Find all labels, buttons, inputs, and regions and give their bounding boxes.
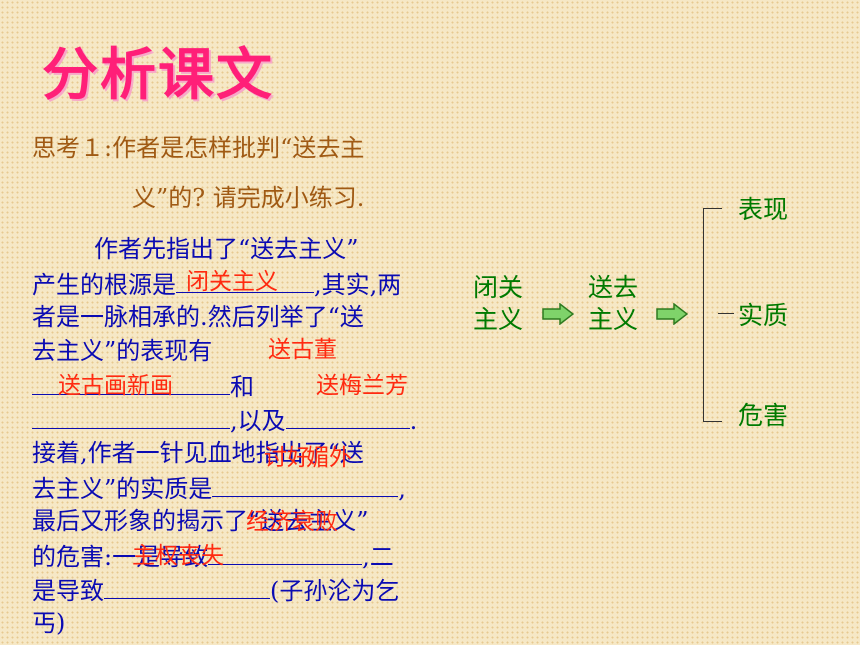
answer-harm-2: 主权丧失 xyxy=(132,543,224,569)
exercise-text: 作者先指出了“送去主义” xyxy=(94,235,359,263)
diagram-node-text: 送去 xyxy=(588,273,639,302)
blank-manifest-2b[interactable] xyxy=(32,402,230,429)
answer-essence: 媚外 xyxy=(306,445,352,471)
blank-harm-1[interactable] xyxy=(208,538,363,565)
diagram-node-send-away: 送去 主义 xyxy=(588,272,638,336)
exercise-line: 去主义”的实质是, xyxy=(32,470,406,506)
exercise-text: 去主义”的实质是 xyxy=(32,475,213,503)
diagram-node-text: 主义 xyxy=(588,305,639,334)
answer-essence-overlap: 讨好 xyxy=(264,445,310,471)
exercise-text: 最后又形象的揭示了“送去主义” xyxy=(32,507,369,535)
exercise-text: ,以及 xyxy=(230,407,286,435)
exercise-text: 和 xyxy=(230,373,254,401)
blank-harm-2[interactable] xyxy=(104,572,270,599)
exercise-line: 者是一脉相承的.然后列举了“送 xyxy=(32,300,364,334)
diagram-node-closed-door: 闭关 主义 xyxy=(473,272,523,336)
answer-manifest-2: 送古画新画 xyxy=(58,373,173,399)
exercise-text: 接着,作者一针见血地指出了“送 xyxy=(32,439,364,467)
exercise-line: 丐) xyxy=(32,606,65,640)
exercise-text: 是导致 xyxy=(32,577,104,605)
branch-tick xyxy=(718,313,734,314)
exercise-line: 的危害:一是导致 ,二 xyxy=(32,538,394,574)
question-line-2: 义”的? 请完成小练习. xyxy=(132,184,365,212)
exercise-line: 作者先指出了“送去主义” xyxy=(94,232,359,266)
exercise-text: 产生的根源是 xyxy=(32,271,176,299)
page-title: 分析课文 xyxy=(42,43,274,108)
blank-essence[interactable] xyxy=(212,470,399,497)
exercise-text: . xyxy=(409,407,418,435)
blank-root[interactable] xyxy=(176,266,314,293)
answer-root: 闭关主义 xyxy=(186,269,278,295)
branch-essence: 实质 xyxy=(738,301,789,330)
exercise-line: 和 xyxy=(32,368,254,404)
blank-manifest-2[interactable] xyxy=(32,368,230,395)
exercise-line: 去主义”的表现有 xyxy=(32,334,212,368)
answer-manifest-1: 送古董 xyxy=(268,337,337,363)
arrow-right-icon xyxy=(542,303,574,325)
exercise-text: , xyxy=(398,475,406,503)
answer-manifest-3: 送梅兰芳 xyxy=(316,373,408,399)
branch-harm: 危害 xyxy=(738,401,789,430)
exercise-text: 去主义”的表现有 xyxy=(32,337,213,365)
answer-harm-1: 经济衰败 xyxy=(246,509,338,535)
exercise-text: (子孙沦为乞 xyxy=(270,577,400,605)
exercise-text: 丐) xyxy=(32,609,66,637)
diagram-node-text: 闭关 xyxy=(473,273,524,302)
blank-manifest-3[interactable] xyxy=(285,402,410,429)
exercise-line: ,以及. xyxy=(32,402,417,438)
exercise-line: 最后又形象的揭示了“送去主义” xyxy=(32,504,369,538)
branch-bracket xyxy=(703,208,722,422)
exercise-line: 接着,作者一针见血地指出了“送 xyxy=(32,436,364,470)
exercise-line: 产生的根源是 ,其实,两 xyxy=(32,266,401,302)
question-line-1: 思考１:作者是怎样批判“送去主 xyxy=(32,134,365,162)
exercise-line: 是导致 (子孙沦为乞 xyxy=(32,572,399,608)
exercise-text: ,二 xyxy=(362,543,394,571)
exercise-text: 的危害:一是导致 xyxy=(32,543,209,571)
arrow-right-icon xyxy=(656,303,688,325)
exercise-text: ,其实,两 xyxy=(314,271,402,299)
branch-manifestation: 表现 xyxy=(738,195,789,224)
diagram-node-text: 主义 xyxy=(473,305,524,334)
exercise-text: 者是一脉相承的.然后列举了“送 xyxy=(32,303,364,331)
